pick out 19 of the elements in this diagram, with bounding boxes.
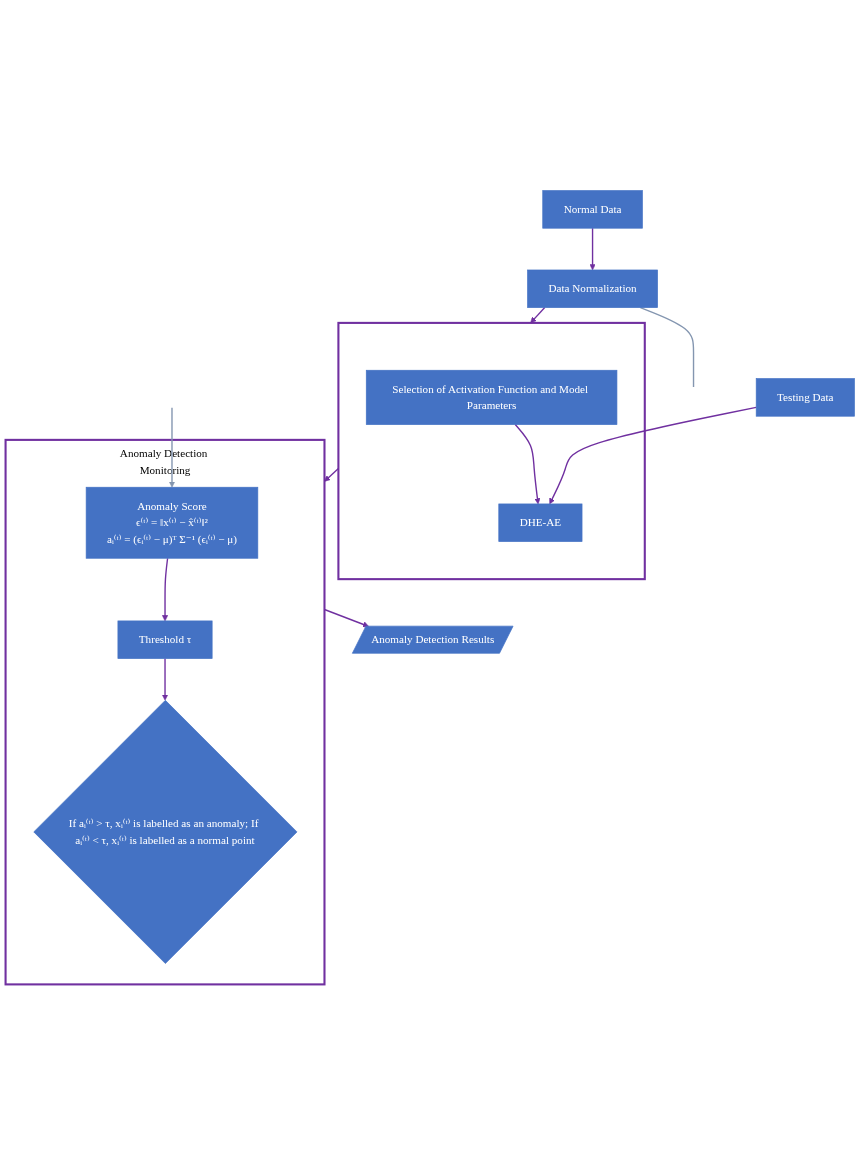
node-box: Threshold τ (117, 620, 213, 659)
arrow (530, 306, 546, 324)
arrow (168, 407, 176, 488)
cluster (337, 321, 646, 581)
node-box: Normal Data (542, 190, 643, 229)
arrow (589, 227, 596, 271)
node-diamond: If aᵢ⁽ᵗ⁾ > τ, xᵢ⁽ᵗ⁾ is labelled as an anomaly; If aᵢ⁽ᵗ⁾ < τ, xᵢ⁽ᵗ⁾ is labelled as a normal point (33, 699, 298, 964)
node-box: DHE-AE (498, 503, 583, 542)
arrow (323, 608, 370, 628)
arrow (514, 423, 541, 505)
arrow (324, 467, 340, 482)
arrow (161, 657, 169, 701)
arrow (161, 557, 169, 622)
connector (639, 306, 695, 388)
arrow (549, 406, 757, 505)
node-box: Selection of Activation Function and Model Parameters (365, 369, 618, 425)
node-box: Anomaly Score ϵ⁽ᵗ⁾ = ‖x⁽ᵗ⁾ − x̂⁽ᵗ⁾‖² aᵢ⁽ᵗ⁾ = (ϵᵢ⁽ᵗ⁾ − μ)ᵀ Σ⁻¹ (ϵᵢ⁽ᵗ⁾ − μ) (85, 486, 259, 559)
node-box: Data Normalization (527, 269, 658, 308)
node-box: Testing Data (755, 378, 855, 417)
